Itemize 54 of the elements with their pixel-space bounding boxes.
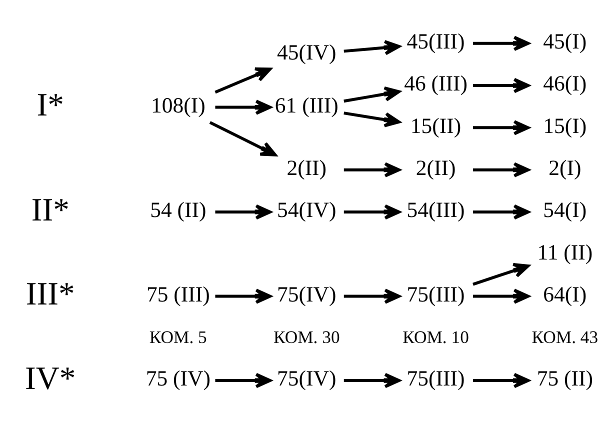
label: КОМ. 30 <box>274 326 340 347</box>
arrow <box>344 372 400 388</box>
node-text: 75 (II) <box>536 366 594 390</box>
node-text: 54 (II) <box>150 198 206 222</box>
node-text: 45(III) <box>406 29 465 54</box>
node-text: 54(IV) <box>277 198 336 222</box>
arrow <box>344 111 400 127</box>
node-text: 64(I) <box>543 282 587 306</box>
arrow <box>215 288 272 304</box>
arrow <box>473 77 530 93</box>
label: КОМ. 43 <box>532 326 598 347</box>
arrow <box>473 372 530 388</box>
arrow <box>215 204 272 220</box>
label: IV* <box>25 360 76 396</box>
arrow <box>473 35 530 50</box>
arrow <box>473 204 530 220</box>
node-text: 75(IV) <box>277 282 336 306</box>
node-text: 45(I) <box>543 29 587 54</box>
node-text: 54(I) <box>543 198 587 222</box>
arrow <box>215 99 272 114</box>
label: КОМ. 10 <box>402 326 469 347</box>
label: II* <box>31 192 70 228</box>
node-text: 75 (IV) <box>146 366 210 390</box>
node-text: 54(III) <box>406 198 465 222</box>
arrow <box>473 288 530 304</box>
arrow <box>209 120 277 156</box>
arrow <box>215 372 272 388</box>
node-text: 46 (III) <box>404 71 468 96</box>
node-text: 75(III) <box>406 282 465 306</box>
arrow <box>472 262 530 286</box>
node-text: 75(III) <box>406 366 465 390</box>
arrow <box>473 120 530 135</box>
node-text: 15(I) <box>543 113 587 138</box>
arrow <box>214 66 272 94</box>
arrow <box>344 162 400 177</box>
node-text: 75(IV) <box>277 366 336 390</box>
node-text: 75 (III) <box>146 282 210 306</box>
node-text: 11 (II) <box>537 240 593 264</box>
node-text: 15(II) <box>410 113 462 138</box>
arrow <box>344 204 400 220</box>
node-text: 108(I) <box>150 92 206 117</box>
label: I* <box>36 87 64 124</box>
label: КОМ. 5 <box>149 326 207 347</box>
node-text: 2(II) <box>416 155 456 180</box>
label: III* <box>26 276 75 312</box>
node-text: 45(IV) <box>277 40 336 64</box>
node-text: 2(I) <box>548 155 582 180</box>
arrow <box>344 40 400 55</box>
node-text: 61 (III) <box>274 92 338 117</box>
arrow <box>473 162 530 177</box>
arrow <box>344 86 400 102</box>
arrow <box>344 288 400 304</box>
node-text: 2(II) <box>286 155 327 180</box>
node-text: 46(I) <box>543 71 587 96</box>
